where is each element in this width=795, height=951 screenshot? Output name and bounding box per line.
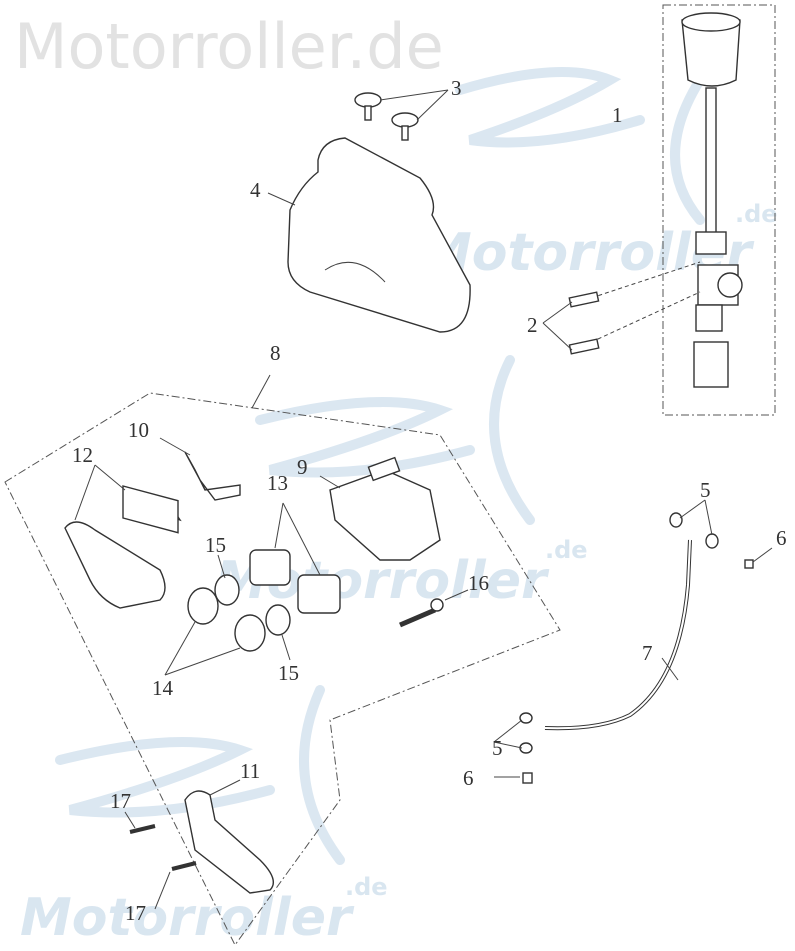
part-12-pads [64,464,182,609]
callout-11: 11 [240,759,260,783]
part-5-washers [493,499,719,754]
callout-15: 15 [205,533,226,557]
callout-17b: 17 [125,901,146,925]
callout-13: 13 [267,471,288,495]
callout-3: 3 [451,76,462,100]
watermark-logo-3: Motorroller .de [20,685,388,948]
part-1-master-cylinder [584,4,776,416]
callout-2: 2 [527,313,538,337]
part-4-cover [267,137,471,333]
callout-5b: 5 [492,736,503,760]
callout-10: 10 [128,418,149,442]
watermark-logo-de: .de [735,200,778,228]
part-16-bleeder [399,589,469,628]
callout-5: 5 [700,478,711,502]
callout-6: 6 [776,526,787,550]
part-7-brake-hose [544,539,692,731]
part-13-pistons [249,502,341,614]
watermark-text: Motorroller.de [14,10,444,83]
part-6-bolts [494,547,773,784]
part-9-caliper [319,456,441,561]
part-10-clip [184,451,241,501]
part-8-caliper-group-outline [4,392,561,946]
callout-17: 17 [110,789,131,813]
part-2-screws [542,291,600,355]
callout-1: 1 [612,103,623,127]
callout-4: 4 [250,178,261,202]
callout-9: 9 [297,455,308,479]
part-11-bracket [184,779,274,894]
part-3-bolts [354,89,449,141]
watermark-logo-text: Motorroller [20,888,355,948]
watermark-logo-de: .de [545,536,588,564]
watermark-logo-de: .de [345,873,388,901]
callout-6b: 6 [463,766,474,790]
part-14-15-seals [164,554,291,676]
callout-14: 14 [152,676,174,700]
callout-7: 7 [642,641,653,665]
callout-15b: 15 [278,661,299,685]
callout-8: 8 [270,341,281,365]
callout-12: 12 [72,443,93,467]
part-17-bolts [124,811,197,910]
callout-16: 16 [468,571,489,595]
